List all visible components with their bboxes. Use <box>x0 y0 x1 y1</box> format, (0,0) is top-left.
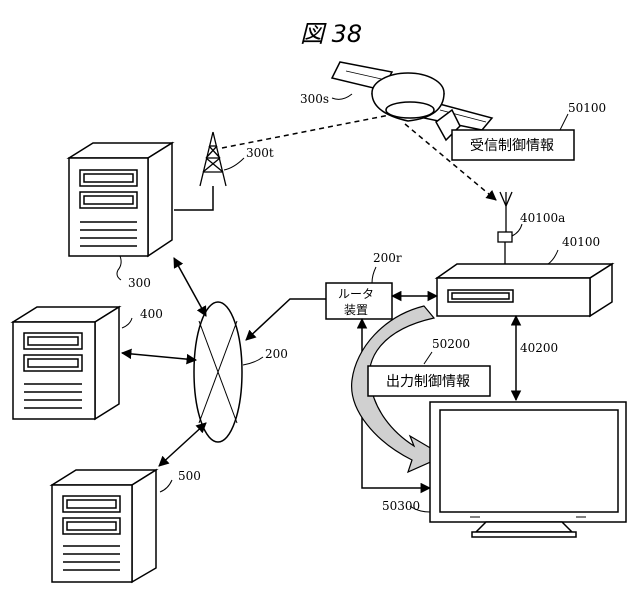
link-300-network <box>174 258 206 316</box>
satellite-300s <box>332 62 492 140</box>
satellite-label: 300s <box>300 92 329 106</box>
set-top-box-40100 <box>437 264 612 316</box>
server-300 <box>69 143 172 256</box>
link-40200-label: 40200 <box>520 341 558 355</box>
broadcast-uplink <box>222 110 415 148</box>
server-500 <box>52 470 156 582</box>
output-info-ref: 50200 <box>432 337 470 351</box>
server-400 <box>13 307 119 419</box>
antenna-40100a <box>498 192 512 266</box>
reception-info-ref: 50100 <box>568 101 606 115</box>
router-text-line2: 装置 <box>344 303 368 317</box>
leader-40100a <box>512 224 522 236</box>
figure-title: 図 38 <box>300 20 362 48</box>
antenna-label: 40100a <box>520 211 565 225</box>
leader-300t <box>224 158 244 170</box>
router-label: 200r <box>373 251 402 265</box>
link-server300-tower <box>174 186 213 210</box>
leader-400 <box>122 318 132 328</box>
reception-info-text: 受信制御情報 <box>470 138 554 154</box>
server-500-label: 500 <box>178 469 201 483</box>
network-200 <box>194 302 242 442</box>
television-50300 <box>430 402 626 537</box>
leader-500 <box>160 480 172 492</box>
tv-label: 50300 <box>382 499 420 513</box>
tower-label: 300t <box>246 146 274 160</box>
server-300-label: 300 <box>128 276 151 290</box>
router-text-line1: ルータ <box>338 287 374 301</box>
stb-label: 40100 <box>562 235 600 249</box>
leader-40100 <box>548 250 558 264</box>
leader-50100 <box>560 114 568 130</box>
leader-300 <box>117 256 121 280</box>
output-info-text: 出力制御情報 <box>386 374 470 390</box>
tower-300t <box>200 132 226 186</box>
leader-200 <box>243 357 263 365</box>
link-network-router <box>246 299 326 340</box>
leader-200r <box>372 267 376 283</box>
leader-300s <box>332 94 352 99</box>
link-400-network <box>122 353 196 360</box>
network-label: 200 <box>265 347 288 361</box>
link-500-network <box>159 423 206 466</box>
leader-50200 <box>424 352 432 364</box>
server-400-label: 400 <box>140 307 163 321</box>
